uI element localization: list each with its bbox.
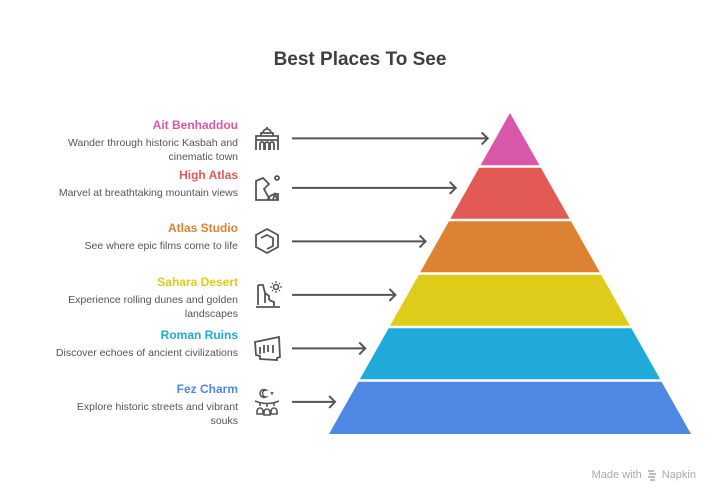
place-item: Sahara Desert Experience rolling dunes a…: [18, 274, 238, 321]
lanterns-icon: [252, 387, 282, 417]
place-description: See where epic films come to life: [84, 240, 238, 253]
place-item: High Atlas Marvel at breathtaking mounta…: [18, 167, 238, 200]
made-with-label: Made with: [591, 469, 642, 481]
pyramid-layer-3: [420, 221, 600, 273]
place-description-line2: cinematic town: [168, 151, 238, 164]
arrow-6: [292, 395, 337, 409]
napkin-credit[interactable]: Made with Napkin: [592, 469, 696, 481]
place-description-line2: souks: [210, 414, 238, 427]
cube-icon: [252, 226, 282, 256]
ruins-icon: [252, 333, 282, 363]
place-description: Marvel at breathtaking mountain views: [58, 186, 238, 199]
arrow-1: [292, 131, 490, 146]
place-title: High Atlas: [179, 167, 238, 182]
diagram-title: Best Places To See: [273, 49, 447, 70]
place-description: Explore historic streets and vibrant: [76, 400, 238, 413]
mountain-icon: [252, 173, 282, 203]
place-description: Discover echoes of ancient civilizations: [55, 347, 238, 360]
arrow-4: [292, 288, 397, 302]
place-description: Wander through historic Kasbah and: [67, 137, 238, 150]
place-title: Sahara Desert: [157, 274, 238, 289]
pyramid-layer-5: [359, 328, 661, 380]
arrow-2: [292, 181, 458, 195]
place-description-line2: landscapes: [184, 307, 238, 320]
kasbah-icon: [252, 123, 282, 153]
pyramid-layer-1: [480, 113, 540, 166]
pyramid-layer-2: [450, 167, 570, 219]
pyramid-layer-4: [390, 274, 630, 326]
napkin-logo-icon: [647, 470, 656, 481]
place-item: Roman Ruins Discover echoes of ancient c…: [18, 327, 238, 360]
place-title: Roman Ruins: [160, 328, 238, 343]
pyramid-layer-6: [329, 381, 691, 434]
arrow-5: [292, 341, 367, 356]
desert-icon: [252, 280, 282, 310]
place-title: Ait Benhaddou: [152, 118, 238, 133]
place-item: Atlas Studio See where epic films come t…: [18, 220, 238, 253]
arrow-3: [292, 234, 428, 249]
place-title: Fez Charm: [176, 381, 238, 396]
place-title: Atlas Studio: [167, 221, 238, 236]
place-item: Ait Benhaddou Wander through historic Ka…: [18, 117, 238, 164]
place-description: Experience rolling dunes and golden: [68, 293, 238, 306]
napkin-brand: Napkin: [661, 469, 696, 481]
place-item: Fez Charm Explore historic streets and v…: [18, 381, 238, 428]
